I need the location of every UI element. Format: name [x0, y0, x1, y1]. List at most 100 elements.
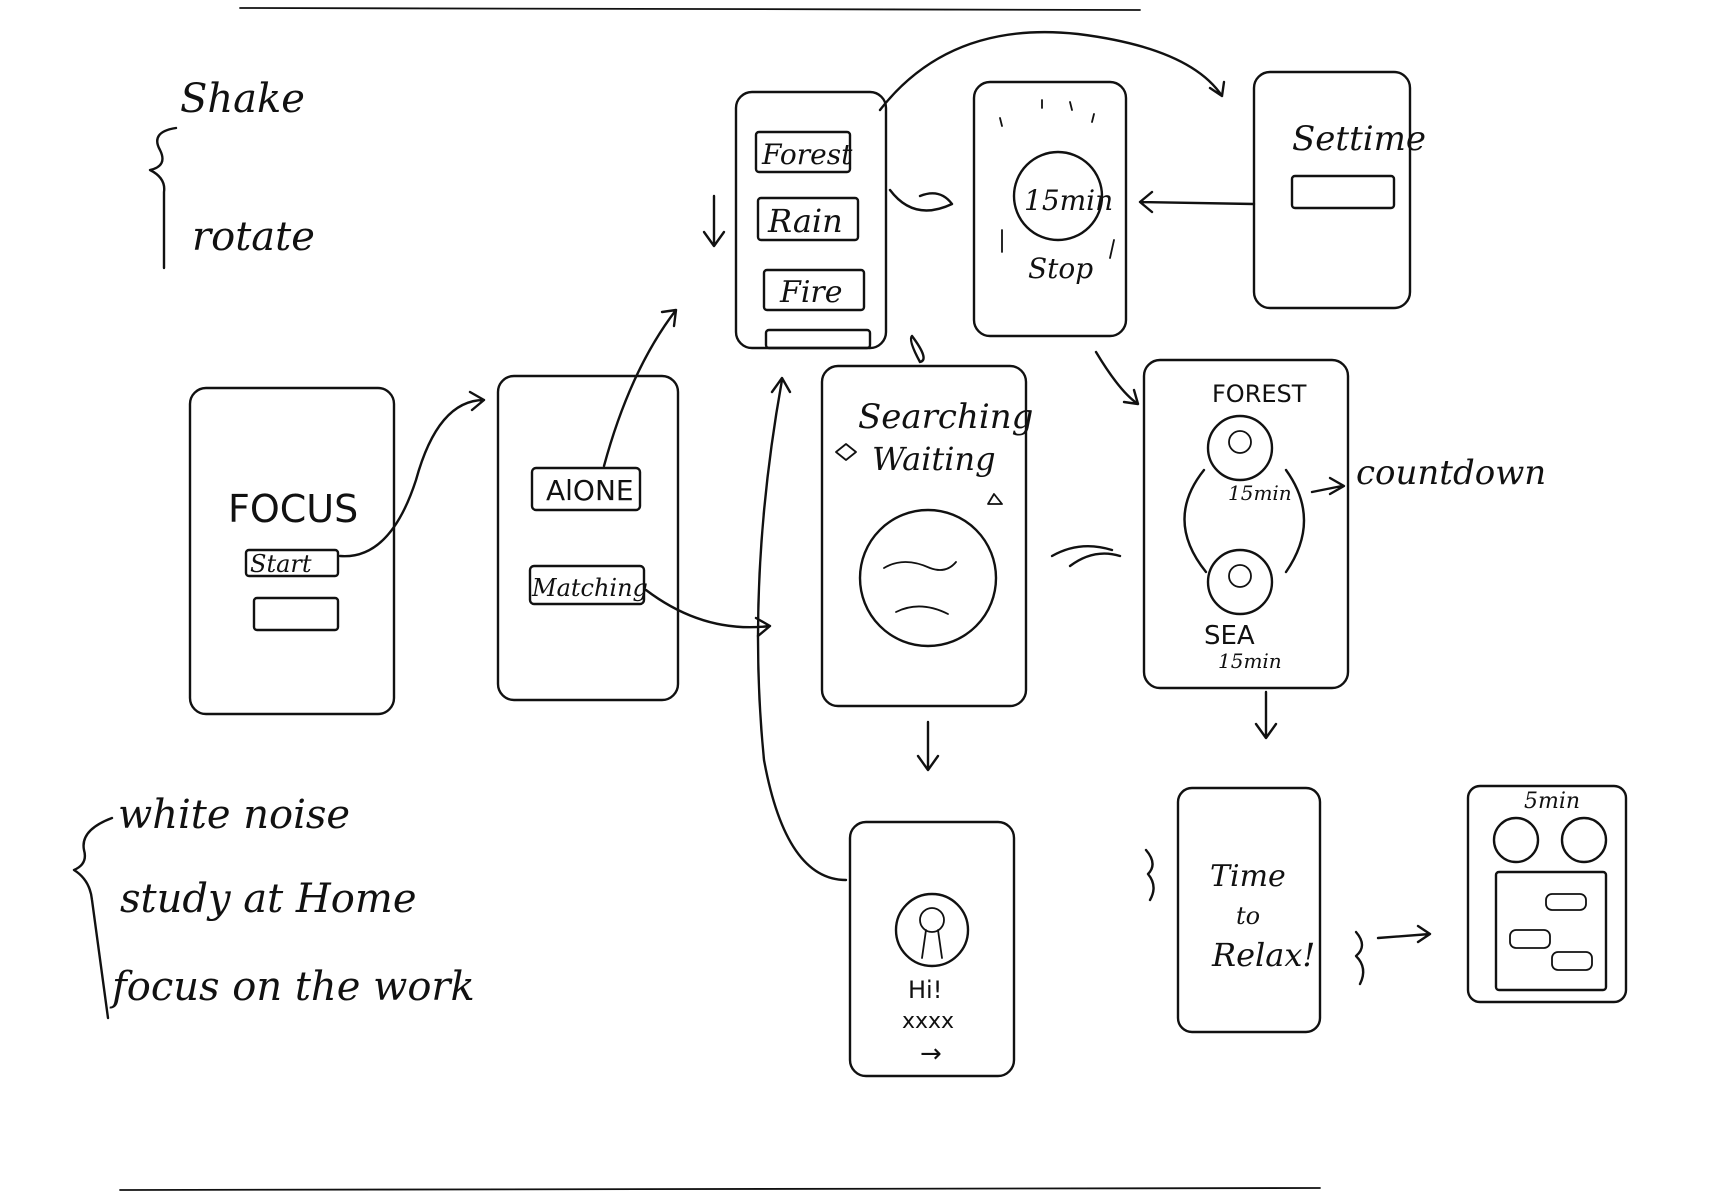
phone-frame [1466, 784, 1628, 1004]
forest-option-label: Forest [761, 138, 853, 171]
screen-sounds: Forest Rain Fire [702, 90, 888, 350]
arrow-searching-to-greeting [916, 720, 940, 772]
fire-option-label: Fire [779, 275, 843, 310]
countdown-annotation: countdown [1356, 453, 1546, 493]
arrow-sounds-to-settime [878, 30, 1226, 112]
phone-frame [496, 374, 680, 702]
interaction-notes: Shake rotate [148, 76, 315, 270]
globe-icon [858, 508, 998, 648]
alone-button-label: AlONE [546, 474, 634, 507]
screen-mode: AlONE Matching [496, 374, 680, 702]
user-avatar-1 [1492, 816, 1540, 864]
top-edge-line [239, 7, 1141, 11]
matching-button-label: Matching [531, 574, 648, 602]
message-bubble [1551, 951, 1593, 971]
start-button[interactable] [244, 548, 340, 578]
phone-frame [820, 364, 1028, 708]
sound-wave-icon [999, 99, 1115, 259]
user-avatar-2 [1560, 816, 1608, 864]
time-input[interactable] [1290, 174, 1396, 210]
note-study-at-home: study at Home [120, 876, 416, 922]
arrow-to-countdown [1310, 476, 1346, 496]
bottom-user-label: SEA [1204, 621, 1255, 651]
screen-greeting: Hi! xxxx → [848, 820, 1016, 1078]
bottom-user-time: 15min [1218, 649, 1282, 673]
more-option[interactable] [764, 328, 872, 350]
arrow-alone-to-sounds [602, 308, 678, 468]
screen-paired: FOREST 15min SEA 15min countdown [1142, 358, 1546, 690]
note-focus-on-work: focus on the work [109, 964, 475, 1010]
note-rotate: rotate [192, 214, 315, 260]
rain-option[interactable] [756, 196, 860, 242]
screen-title: Settime [1292, 119, 1426, 159]
interaction-brace [148, 126, 178, 270]
arrow-focus-to-mode [338, 390, 486, 558]
arrow-relax-to-chat [1376, 924, 1432, 944]
arrow-timer-to-paired [1094, 350, 1140, 406]
globe-continents [883, 561, 957, 615]
phone-frame [1142, 358, 1350, 690]
arrow-searching-to-sounds [909, 334, 925, 364]
forest-option[interactable] [754, 130, 852, 174]
note-white-noise: white noise [118, 792, 350, 838]
screen-title: FOCUS [228, 487, 358, 531]
arrow-paired-to-relax [1254, 690, 1278, 740]
secondary-button[interactable] [252, 596, 340, 632]
timer-duration: 15min [1024, 184, 1113, 217]
relax-line-2: to [1236, 902, 1260, 930]
fire-option[interactable] [762, 268, 866, 312]
rain-option-label: Rain [767, 202, 843, 240]
concept-brace [72, 816, 114, 1020]
screen-settime: Settime [1252, 70, 1426, 310]
partner-name: xxxx [902, 1009, 954, 1034]
note-shake: Shake [180, 76, 305, 122]
top-user-head-icon [1228, 430, 1252, 454]
screen-chat: 5min [1466, 784, 1628, 1004]
concept-notes: white noise study at Home focus on the w… [72, 792, 475, 1020]
relax-line-3: Relax! [1211, 936, 1315, 974]
bottom-user-head-icon [1228, 564, 1252, 588]
vibrate-right-icon [1354, 930, 1365, 986]
orbit-ring [1183, 468, 1306, 574]
bottom-user-avatar [1206, 548, 1274, 616]
arrow-greeting-to-sounds [756, 376, 848, 882]
phone-frame [972, 80, 1128, 338]
phone-frame [848, 820, 1016, 1078]
next-arrow[interactable]: → [920, 1039, 942, 1069]
arrow-sounds-to-timer [888, 188, 954, 212]
remaining-time: 5min [1524, 789, 1580, 814]
chat-panel [1494, 870, 1608, 992]
top-user-time: 15min [1228, 481, 1292, 505]
stop-button-label[interactable]: Stop [1028, 252, 1093, 285]
phone-frame [188, 386, 396, 716]
top-user-label: FOREST [1212, 380, 1307, 408]
message-bubble [1545, 893, 1587, 911]
timer-dial[interactable] [1012, 150, 1104, 242]
screen-focus: FOCUS Start [188, 386, 396, 716]
screen-relax: Time to Relax! [1144, 786, 1365, 1034]
matching-button[interactable] [528, 564, 646, 606]
phone-frame [1176, 786, 1322, 1034]
avatar [894, 892, 970, 968]
message-bubble [1509, 929, 1551, 949]
avatar-head-icon [919, 907, 945, 933]
bottom-edge-line [119, 1187, 1321, 1191]
flow-arrows [338, 30, 1432, 944]
arrow-settime-to-timer [1138, 190, 1256, 214]
scroll-down-arrow [702, 194, 726, 248]
screen-searching: Searching Waiting [820, 364, 1033, 708]
vibrate-left-icon [1144, 848, 1155, 902]
sparkle-icon [835, 443, 1003, 505]
status-line-2: Waiting [872, 440, 996, 478]
relax-line-1: Time [1210, 859, 1286, 894]
screen-timer: 15min Stop [972, 80, 1128, 338]
start-button-label: Start [250, 550, 312, 578]
alone-button[interactable] [530, 466, 642, 512]
arrow-searching-to-paired [1050, 544, 1122, 568]
greeting-text: Hi! [908, 976, 942, 1004]
top-user-avatar [1206, 414, 1274, 482]
status-line-1: Searching [858, 397, 1033, 437]
avatar-body-icon [921, 929, 943, 959]
